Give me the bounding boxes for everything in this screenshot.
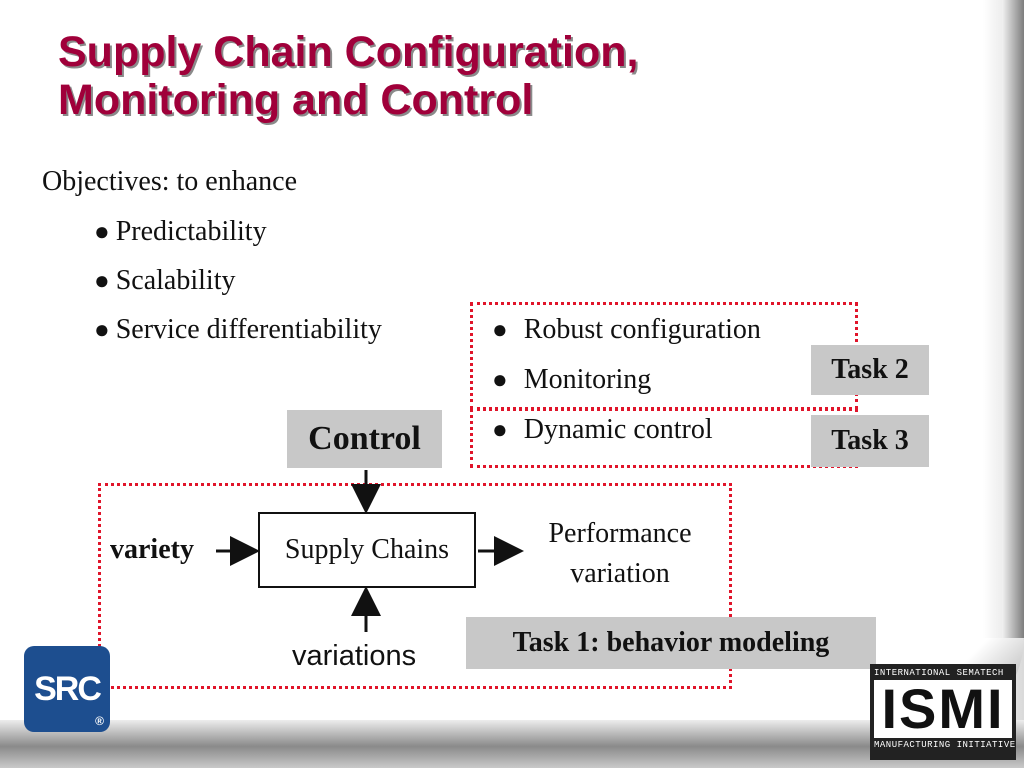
slide-title: Supply Chain Configuration, Monitoring a… — [58, 28, 878, 124]
objectives-section: Objectives: to enhance ●Predictability ●… — [42, 164, 382, 345]
performance-label-line2: variation — [570, 558, 670, 589]
objective-label: Scalability — [115, 265, 236, 296]
src-logo-registered: ® — [95, 714, 104, 728]
slide-bottom-band — [0, 720, 1024, 768]
task-list-item: ● Dynamic control — [492, 412, 713, 448]
objective-item: ●Predictability — [94, 214, 267, 250]
ismi-logo: INTERNATIONAL SEMATECH ISMI MANUFACTURIN… — [870, 664, 1016, 760]
task-list-label: Robust configuration — [523, 314, 761, 345]
control-label: Control — [287, 410, 442, 468]
task1-dotted-frame — [98, 483, 732, 689]
variations-label: variations — [292, 640, 417, 672]
bullet-icon: ● — [94, 266, 110, 295]
task-list-item: ● Robust configuration — [492, 312, 761, 348]
objective-label: Predictability — [115, 216, 267, 247]
slide-title-line1: Supply Chain Configuration, — [58, 28, 639, 76]
bullet-icon: ● — [492, 315, 508, 344]
bullet-icon: ● — [492, 415, 508, 444]
task3-label: Task 3 — [811, 415, 929, 467]
ismi-logo-main-text: ISMI — [874, 680, 1012, 738]
bullet-icon: ● — [492, 365, 508, 394]
objective-item: ●Service differentiability — [94, 312, 382, 348]
src-logo: SRC ® — [24, 646, 110, 732]
variety-label: variety — [110, 534, 194, 565]
task-list-item: ● Monitoring — [492, 362, 651, 398]
objectives-heading: Objectives: to enhance — [42, 166, 298, 197]
bullet-icon: ● — [94, 315, 110, 344]
slide-title-line2: Monitoring and Control — [58, 76, 534, 124]
task1-label: Task 1: behavior modeling — [466, 617, 876, 669]
task2-label: Task 2 — [811, 345, 929, 395]
ismi-logo-bottom-text: MANUFACTURING INITIATIVE — [874, 740, 1016, 750]
performance-label-line1: Performance — [548, 518, 692, 549]
objective-label: Service differentiability — [115, 314, 382, 345]
performance-variation-label: Performance variation — [520, 514, 720, 594]
src-logo-text: SRC — [34, 669, 102, 708]
bullet-icon: ● — [94, 217, 110, 246]
supply-chains-box: Supply Chains — [258, 512, 476, 588]
ismi-logo-top-text: INTERNATIONAL SEMATECH — [874, 668, 1004, 678]
objective-item: ●Scalability — [94, 263, 235, 299]
slide-right-band — [1002, 0, 1024, 640]
task-list-label: Monitoring — [523, 364, 652, 395]
task-list-label: Dynamic control — [523, 414, 713, 445]
